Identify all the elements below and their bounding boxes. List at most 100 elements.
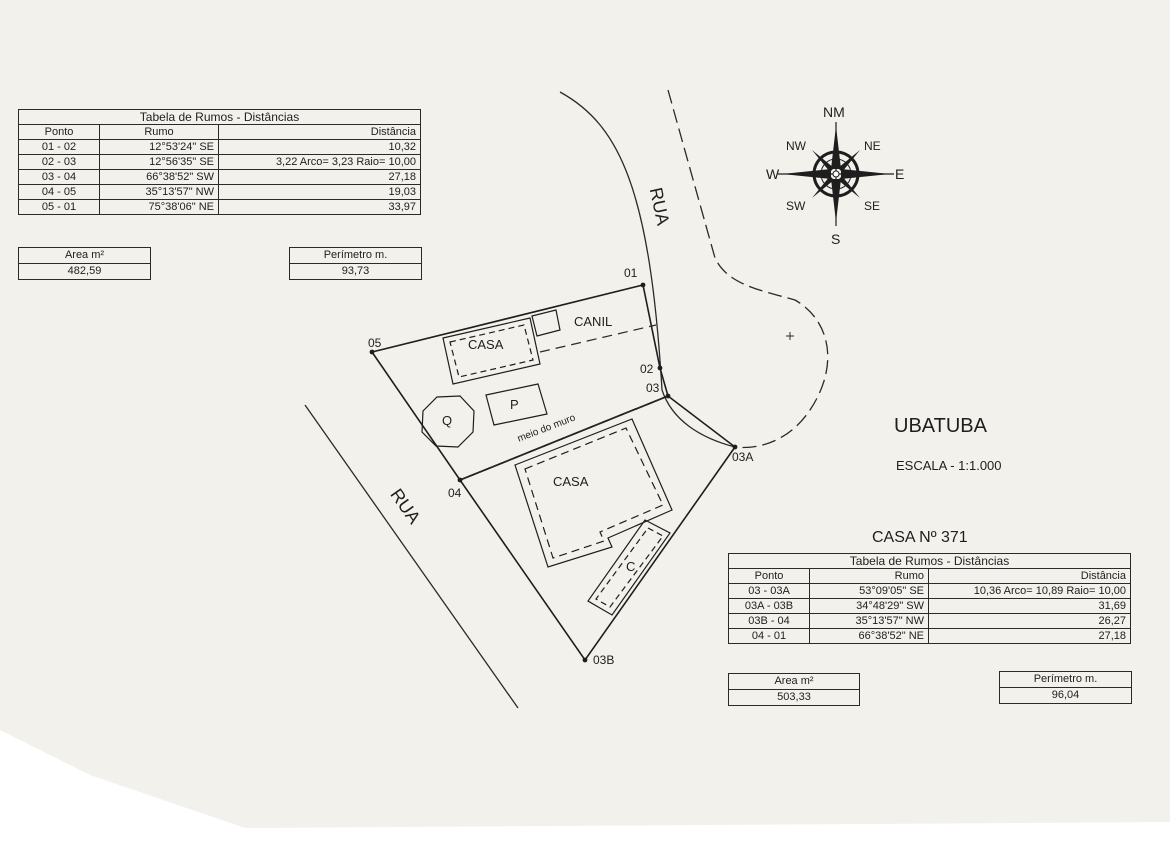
table-1-perimeter-box: Perímetro m. 93,73 xyxy=(289,247,422,280)
compass-sw-label: SW xyxy=(786,199,806,213)
label-point-01: 01 xyxy=(624,266,638,280)
buildings-lot-372 xyxy=(514,418,673,616)
q-octagon xyxy=(421,395,475,448)
table-cell: 3,22 Arco= 3,23 Raio= 10,00 xyxy=(218,154,421,170)
label-point-03a: 03A xyxy=(732,450,754,464)
table-1-perimeter-value: 93,73 xyxy=(341,265,370,277)
point-04 xyxy=(457,477,463,483)
table-cell: 03 - 03A xyxy=(728,583,810,599)
meio-do-muro-line xyxy=(459,395,669,481)
label-c: C xyxy=(626,559,636,574)
table-cell: 27,18 xyxy=(218,169,421,185)
p-square xyxy=(485,383,548,426)
table-cell: 35°13'57" NW xyxy=(809,613,929,629)
table-cell: 04 - 01 xyxy=(728,628,810,644)
table-cell: 12°53'24" SE xyxy=(99,139,219,155)
street-curve-inner xyxy=(661,389,736,448)
compass-nw-label: NW xyxy=(786,139,806,153)
casa-bottom-outer xyxy=(514,418,673,568)
title-ubatuba: UBATUBA xyxy=(894,415,987,437)
compass-ne-label: NE xyxy=(864,139,881,153)
c-inner xyxy=(595,527,664,608)
casa-top-outer xyxy=(442,317,541,385)
street-lines xyxy=(304,89,829,709)
compass-w-label: W xyxy=(766,166,780,182)
table-2-caption: Tabela de Rumos - Distâncias xyxy=(728,553,1131,569)
compass-e-label: E xyxy=(895,166,905,182)
survey-points xyxy=(369,282,738,663)
table-2-header-distancia: Distância xyxy=(928,568,1131,584)
table-cell: 19,03 xyxy=(218,184,421,200)
table-row: 03A - 03B 34°48'29" SW 31,69 xyxy=(728,598,1131,614)
label-point-02: 02 xyxy=(640,362,654,376)
table-row: 03 - 03A 53°09'05" SE 10,36 Arco= 10,89 … xyxy=(728,583,1131,599)
table-row: 04 - 01 66°38'52" NE 27,18 xyxy=(728,628,1131,644)
table-2-header-ponto: Ponto xyxy=(728,568,810,584)
table-1-header-rumo: Rumo xyxy=(99,124,219,140)
table-row: 03B - 04 35°13'57" NW 26,27 xyxy=(728,613,1131,629)
lot-372-boundary xyxy=(459,395,737,662)
point-05 xyxy=(369,349,375,355)
table-cell: 03B - 04 xyxy=(728,613,810,629)
table-1-caption: Tabela de Rumos - Distâncias xyxy=(18,109,421,125)
rumos-distancias-table-2: Tabela de Rumos - Distâncias Ponto Rumo … xyxy=(728,553,1131,644)
table-cell: 31,69 xyxy=(928,598,1131,614)
table-2-header-rumo: Rumo xyxy=(809,568,929,584)
table-cell: 26,27 xyxy=(928,613,1131,629)
table-cell: 12°56'35" SE xyxy=(99,154,219,170)
table-1-header-distancia: Distância xyxy=(218,124,421,140)
table-cell: 66°38'52" NE xyxy=(809,628,929,644)
table-1-area-value: 482,59 xyxy=(67,265,102,277)
lot-title: CASA Nº 371 xyxy=(872,529,968,546)
canil-wall xyxy=(539,324,657,353)
table-row: 01 - 02 12°53'24" SE 10,32 xyxy=(18,139,421,155)
point-02 xyxy=(657,365,663,371)
table-2-perimeter-box: Perímetro m. 96,04 xyxy=(999,671,1132,704)
compass-se-label: SE xyxy=(864,199,881,213)
table-1-header-ponto: Ponto xyxy=(18,124,100,140)
table-cell: 10,32 xyxy=(218,139,421,155)
table-cell: 66°38'52" SW xyxy=(99,169,219,185)
lot-371-boundary xyxy=(371,284,669,481)
lot-boundaries xyxy=(371,284,737,662)
label-point-05: 05 xyxy=(368,336,382,350)
table-cell: 03 - 04 xyxy=(18,169,100,185)
compass-s-label: S xyxy=(831,231,841,247)
table-row: 02 - 03 12°56'35" SE 3,22 Arco= 3,23 Rai… xyxy=(18,154,421,170)
table-2-area-value: 503,33 xyxy=(777,691,811,703)
buildings-lot-371 xyxy=(421,309,561,448)
table-cell: 34°48'29" SW xyxy=(809,598,929,614)
table-2-perimeter-value: 96,04 xyxy=(1051,689,1080,701)
point-03 xyxy=(665,393,671,399)
canil-box xyxy=(531,309,561,337)
label-point-03: 03 xyxy=(646,381,660,395)
table-cell: 10,36 Arco= 10,89 Raio= 10,00 xyxy=(928,583,1131,599)
table-cell: 03A - 03B xyxy=(728,598,810,614)
label-canil: CANIL xyxy=(574,314,613,329)
compass-nm-label: NM xyxy=(823,104,845,120)
street-curb-top-right xyxy=(667,89,829,449)
casa-top-inner xyxy=(449,324,534,378)
point-03a xyxy=(732,444,738,450)
table-2-area-box: Area m² 503,33 xyxy=(728,673,860,706)
curve-center-mark xyxy=(786,332,794,340)
wall-lines xyxy=(459,324,669,481)
table-cell: 33,97 xyxy=(218,199,421,215)
point-01 xyxy=(640,282,646,288)
table-1-area-label: Area m² xyxy=(19,248,150,264)
table-1-perimeter-label: Perímetro m. xyxy=(290,248,421,264)
c-outer xyxy=(587,519,671,616)
label-casa-top: CASA xyxy=(468,337,504,352)
point-03b xyxy=(582,657,588,663)
street-curb-top-left xyxy=(559,91,663,391)
label-point-03b: 03B xyxy=(593,653,615,667)
table-row: 04 - 05 35°13'57" NW 19,03 xyxy=(18,184,421,200)
casa-bottom-inner xyxy=(524,427,664,559)
table-cell: 04 - 05 xyxy=(18,184,100,200)
compass-rose-icon xyxy=(778,122,894,226)
table-cell: 53°09'05" SE xyxy=(809,583,929,599)
street-edge-bottom xyxy=(304,404,519,709)
table-2-header-row: Ponto Rumo Distância xyxy=(728,568,1131,584)
label-q: Q xyxy=(442,413,453,428)
